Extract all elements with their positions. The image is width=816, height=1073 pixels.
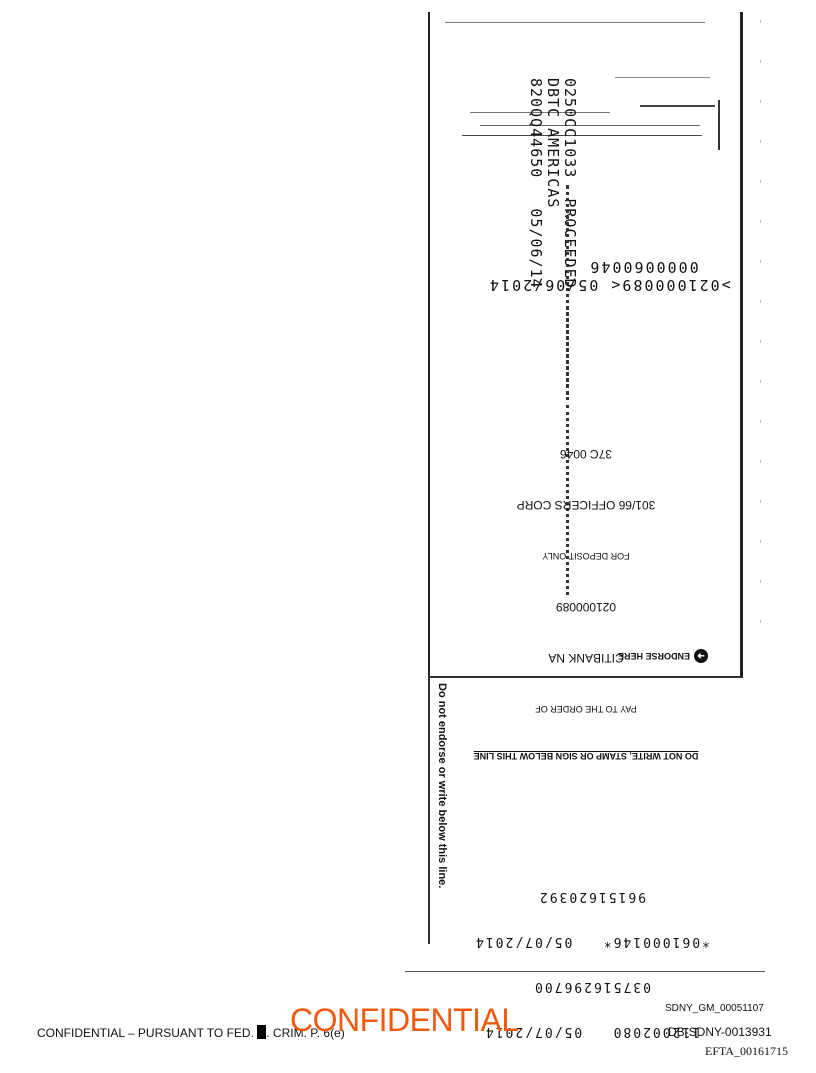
stub-line: 037516296700 [533, 979, 651, 994]
arrow-icon: ➜ [694, 649, 709, 663]
scan-noise [640, 105, 715, 107]
scan-noise [462, 135, 702, 136]
page-divider [405, 971, 765, 972]
notice-text-rest: . CRIM. P. 6(e) [266, 1026, 345, 1040]
payee-line1: 301/66 OFFICERS CORP [516, 498, 656, 512]
stub-line: *061000146* 05/07/2014 [474, 934, 710, 949]
stub-warning-text: Do not endorse or write below this line. [436, 683, 448, 889]
check-back-image [428, 12, 743, 678]
bates-sdny-gm: SDNY_GM_00051107 [665, 1003, 764, 1014]
bates-db-sdny: DB-SDNY-0013931 [668, 1025, 772, 1039]
confidential-stamp: CONFIDENTIAL [290, 1002, 519, 1038]
stub-warning: Do not endorse or write below this line. [436, 683, 448, 888]
notice-text: CONFIDENTIAL – PURSUANT TO FED. [37, 1026, 258, 1040]
do-not-write-line: DO NOT WRITE, STAMP OR SIGN BELOW THIS L… [473, 751, 699, 761]
micr-upper-line1: 0000060046 [588, 258, 699, 276]
stub-line: 96151620392 [537, 889, 647, 904]
for-deposit-only: FOR DEPOSIT ONLY [542, 551, 630, 561]
dotted-mark [566, 185, 574, 395]
dotted-mark [566, 405, 574, 595]
scan-noise [615, 77, 710, 78]
endorsement-block: DO NOT WRITE, STAMP OR SIGN BELOW THIS L… [446, 428, 726, 798]
micr-upper-line2: >021000089< 05/06/2014 [488, 276, 731, 294]
scan-mark [718, 100, 720, 150]
scan-noise [480, 125, 700, 126]
endorse-here-text: ENDORSE HERE [618, 651, 691, 661]
pay-to-order: PAY TO THE ORDER OF [535, 704, 637, 714]
payee-line2: 37C 0046 [559, 447, 613, 461]
redaction-box [257, 1025, 267, 1039]
grand-jury-notice: CONFIDENTIAL – PURSUANT TO FED. . CRIM. … [37, 1025, 345, 1040]
scan-noise [445, 22, 705, 23]
endorse-routing: 021000089 [555, 600, 617, 614]
scan-edge-marks [760, 20, 761, 640]
scan-noise [470, 112, 610, 113]
dotted-mark [566, 300, 574, 400]
bates-efta: EFTA_00161715 [705, 1044, 789, 1058]
check-stub-border [428, 676, 430, 944]
endorse-here-label: ➜ ENDORSE HERE [618, 649, 709, 663]
